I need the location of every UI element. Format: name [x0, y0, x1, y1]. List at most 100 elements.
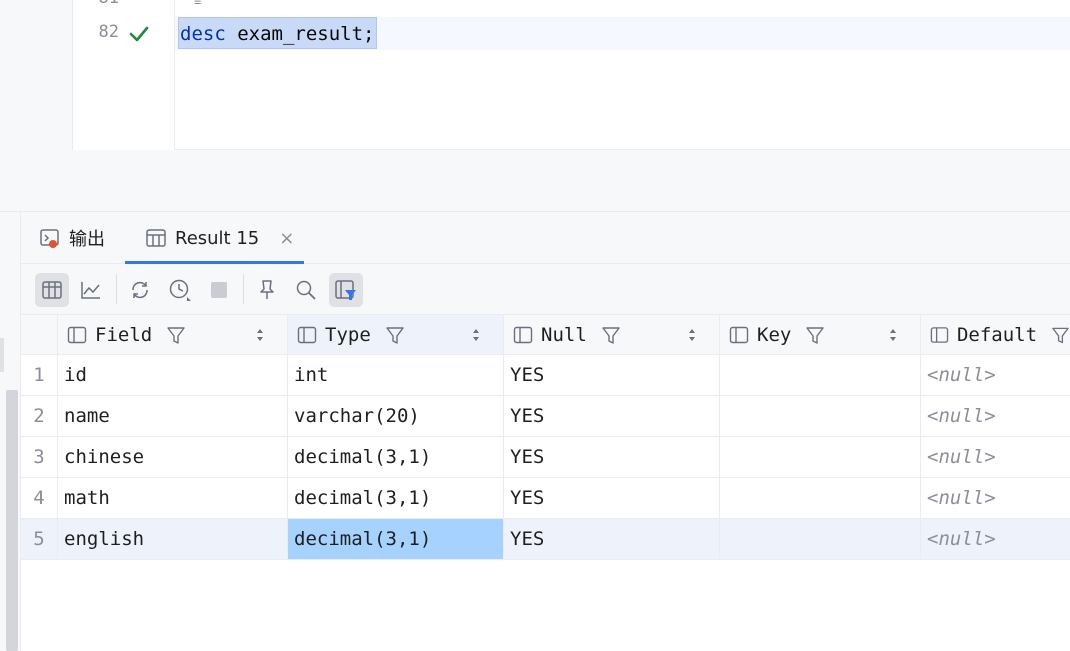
- column-header-label: Key: [757, 323, 792, 346]
- sql-editor[interactable]: 81 ≡ 82 desc exam_result;: [0, 0, 1070, 150]
- results-toolbar: [21, 264, 1070, 315]
- tab-result-15[interactable]: Result 15 ×: [125, 212, 305, 264]
- cell-null[interactable]: YES: [504, 478, 720, 518]
- column-icon: [513, 326, 533, 343]
- row-number: 2: [21, 396, 58, 436]
- search-button[interactable]: [289, 273, 323, 307]
- pin-icon: [260, 280, 274, 299]
- table-row[interactable]: 4 math decimal(3,1) YES <null>: [21, 478, 1070, 519]
- toolbar-separator: [116, 274, 117, 304]
- cell-type[interactable]: int: [288, 355, 504, 395]
- line-number-current: 82: [98, 22, 119, 42]
- cell-type-selected[interactable]: decimal(3,1): [288, 519, 504, 559]
- table-view-icon: [42, 281, 62, 299]
- cell-null[interactable]: YES: [504, 437, 720, 477]
- sort-icon[interactable]: [888, 327, 898, 343]
- fold-marker-icon: ≡: [194, 0, 202, 8]
- results-tab-bar: 输出 Result 15 ×: [21, 212, 1070, 264]
- table-row[interactable]: 3 chinese decimal(3,1) YES <null>: [21, 437, 1070, 478]
- cell-key[interactable]: [720, 355, 921, 395]
- tab-output-label: 输出: [69, 229, 105, 250]
- cell-field[interactable]: chinese: [58, 437, 288, 477]
- vertical-scrollbar[interactable]: [6, 390, 18, 651]
- column-header-label: Field: [95, 323, 153, 346]
- cell-default[interactable]: <null>: [927, 487, 996, 509]
- filter-icon[interactable]: [1051, 325, 1070, 345]
- cell-null[interactable]: YES: [504, 519, 720, 559]
- column-icon: [297, 326, 317, 343]
- cell-null[interactable]: YES: [504, 355, 720, 395]
- column-header-default[interactable]: Default: [921, 315, 1070, 355]
- left-strip-tab[interactable]: [0, 338, 4, 372]
- code-line[interactable]: desc exam_result;: [178, 17, 378, 49]
- cell-default[interactable]: <null>: [927, 528, 996, 550]
- column-header-null[interactable]: Null: [504, 315, 720, 355]
- row-number: 5: [21, 519, 58, 559]
- table-grid-icon: [146, 229, 166, 247]
- line-number-gutter: [73, 0, 175, 150]
- table-view-button[interactable]: [35, 273, 69, 307]
- row-number: 1: [21, 355, 58, 395]
- cell-default[interactable]: <null>: [927, 405, 996, 427]
- sort-icon[interactable]: [471, 327, 481, 343]
- cell-field[interactable]: math: [58, 478, 288, 518]
- cell-field[interactable]: name: [58, 396, 288, 436]
- column-header-label: Null: [541, 323, 587, 346]
- cell-key[interactable]: [720, 519, 921, 559]
- row-number: 3: [21, 437, 58, 477]
- stop-button[interactable]: [202, 273, 236, 307]
- chart-view-icon: [81, 282, 100, 299]
- table-row-selected[interactable]: 5 english decimal(3,1) YES <null>: [21, 519, 1070, 560]
- editor-left-gutter: [0, 0, 73, 150]
- chart-view-button[interactable]: [74, 273, 108, 307]
- pin-button[interactable]: [250, 273, 284, 307]
- check-icon: [129, 26, 149, 42]
- cell-key[interactable]: [720, 437, 921, 477]
- refresh-icon: [132, 281, 148, 299]
- cell-default[interactable]: <null>: [927, 364, 996, 386]
- column-icon: [930, 326, 949, 343]
- column-header-field[interactable]: Field: [58, 315, 288, 355]
- filter-icon[interactable]: [385, 325, 405, 345]
- filter-panel-button[interactable]: [329, 273, 363, 307]
- sql-keyword: desc: [180, 23, 226, 45]
- stop-icon: [211, 282, 227, 298]
- cell-type[interactable]: varchar(20): [288, 396, 504, 436]
- close-icon[interactable]: ×: [279, 227, 295, 249]
- sql-statement-rest: exam_result;: [225, 23, 375, 45]
- cell-field[interactable]: id: [58, 355, 288, 395]
- tab-output[interactable]: 输出: [39, 212, 105, 264]
- history-icon: [169, 279, 191, 301]
- tab-result-label: Result 15: [175, 227, 260, 249]
- column-header-label: Type: [325, 323, 371, 346]
- sort-icon[interactable]: [687, 327, 697, 343]
- column-header-type[interactable]: Type: [288, 315, 504, 355]
- filter-icon[interactable]: [805, 325, 825, 345]
- search-icon: [296, 280, 316, 300]
- column-header-label: Default: [956, 323, 1038, 346]
- table-row[interactable]: 1 id int YES <null>: [21, 355, 1070, 396]
- cell-field[interactable]: english: [58, 519, 288, 559]
- result-grid[interactable]: Field Type Null Key Default 1 id int YES…: [21, 315, 1070, 651]
- console-output-icon: [40, 229, 59, 248]
- table-row[interactable]: 2 name varchar(20) YES <null>: [21, 396, 1070, 437]
- cell-key[interactable]: [720, 478, 921, 518]
- row-number-header: [21, 315, 58, 355]
- refresh-button[interactable]: [123, 273, 157, 307]
- editor-status-area: [0, 150, 1070, 212]
- toolbar-separator: [243, 274, 244, 304]
- cell-key[interactable]: [720, 396, 921, 436]
- history-button[interactable]: [163, 273, 197, 307]
- cell-type[interactable]: decimal(3,1): [288, 437, 504, 477]
- filter-icon[interactable]: [601, 325, 621, 345]
- column-icon: [67, 326, 87, 343]
- cell-default[interactable]: <null>: [927, 446, 996, 468]
- filter-icon[interactable]: [166, 325, 186, 345]
- column-header-key[interactable]: Key: [720, 315, 921, 355]
- sort-icon[interactable]: [255, 327, 265, 343]
- row-number: 4: [21, 478, 58, 518]
- line-number: 81: [73, 0, 119, 8]
- column-icon: [729, 326, 749, 343]
- cell-type[interactable]: decimal(3,1): [288, 478, 504, 518]
- cell-null[interactable]: YES: [504, 396, 720, 436]
